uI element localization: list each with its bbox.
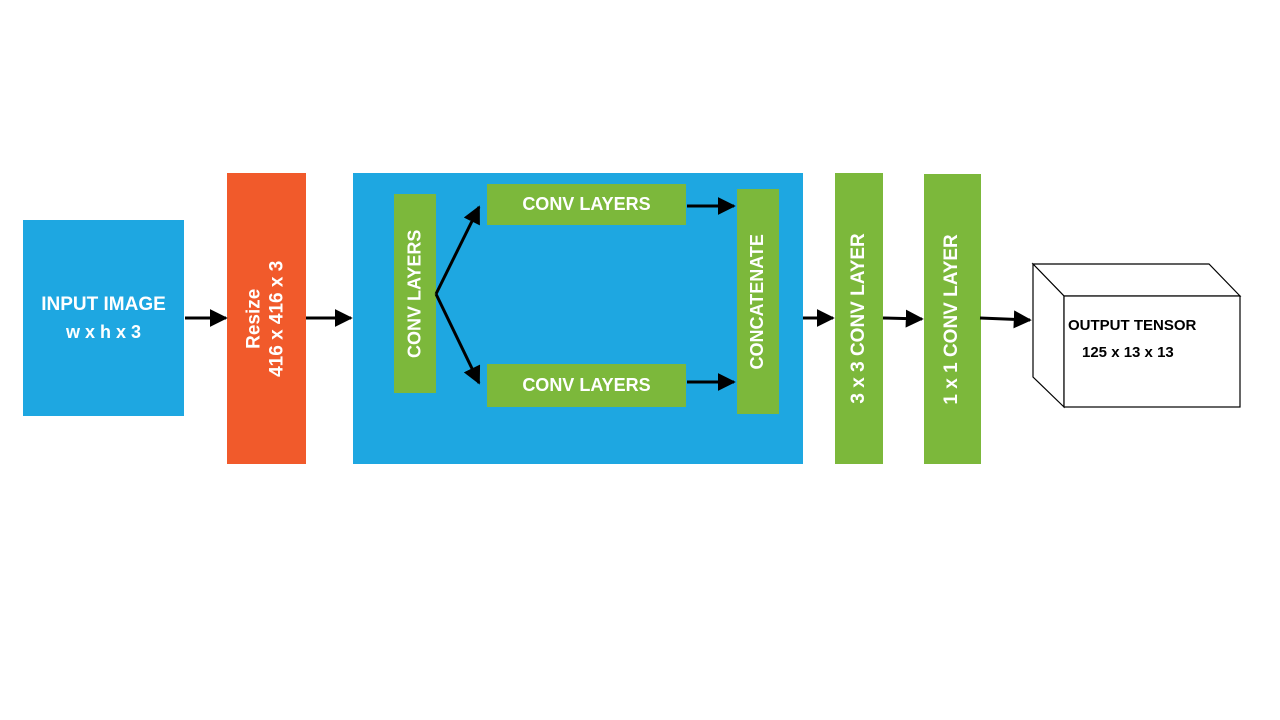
- resize-box: Resize 416 x 416 x 3: [227, 173, 306, 464]
- input-image-title: INPUT IMAGE: [41, 294, 166, 316]
- concatenate-box: CONCATENATE: [737, 189, 779, 414]
- conv1x1-box: 1 x 1 CONV LAYER: [924, 174, 981, 464]
- input-image-label: INPUT IMAGE w x h x 3: [41, 291, 166, 345]
- input-image-dims: w x h x 3: [65, 321, 142, 342]
- tensor-front-face: [1063, 295, 1241, 408]
- conv-layers-top-box: CONV LAYERS: [487, 184, 686, 225]
- conv-layers-bottom-box: CONV LAYERS: [487, 364, 686, 407]
- arrow-split-to-bottom: [434, 293, 481, 385]
- input-image-box: INPUT IMAGE w x h x 3: [23, 220, 184, 416]
- arrow-conv1-to-output: [979, 310, 1032, 329]
- output-tensor-dims: 125 x 13 x 13: [1082, 344, 1174, 361]
- conv-layers-top-label: CONV LAYERS: [522, 194, 651, 214]
- conv3x3-box: 3 x 3 CONV LAYER: [835, 173, 883, 464]
- conv-layers-vertical-box: CONV LAYERS: [394, 194, 436, 393]
- arrow-conv3-to-conv1: [882, 309, 924, 328]
- conv-layers-bottom-label: CONV LAYERS: [522, 375, 651, 395]
- output-tensor-title: OUTPUT TENSOR: [1068, 317, 1197, 334]
- arrow-split-to-top: [434, 205, 481, 295]
